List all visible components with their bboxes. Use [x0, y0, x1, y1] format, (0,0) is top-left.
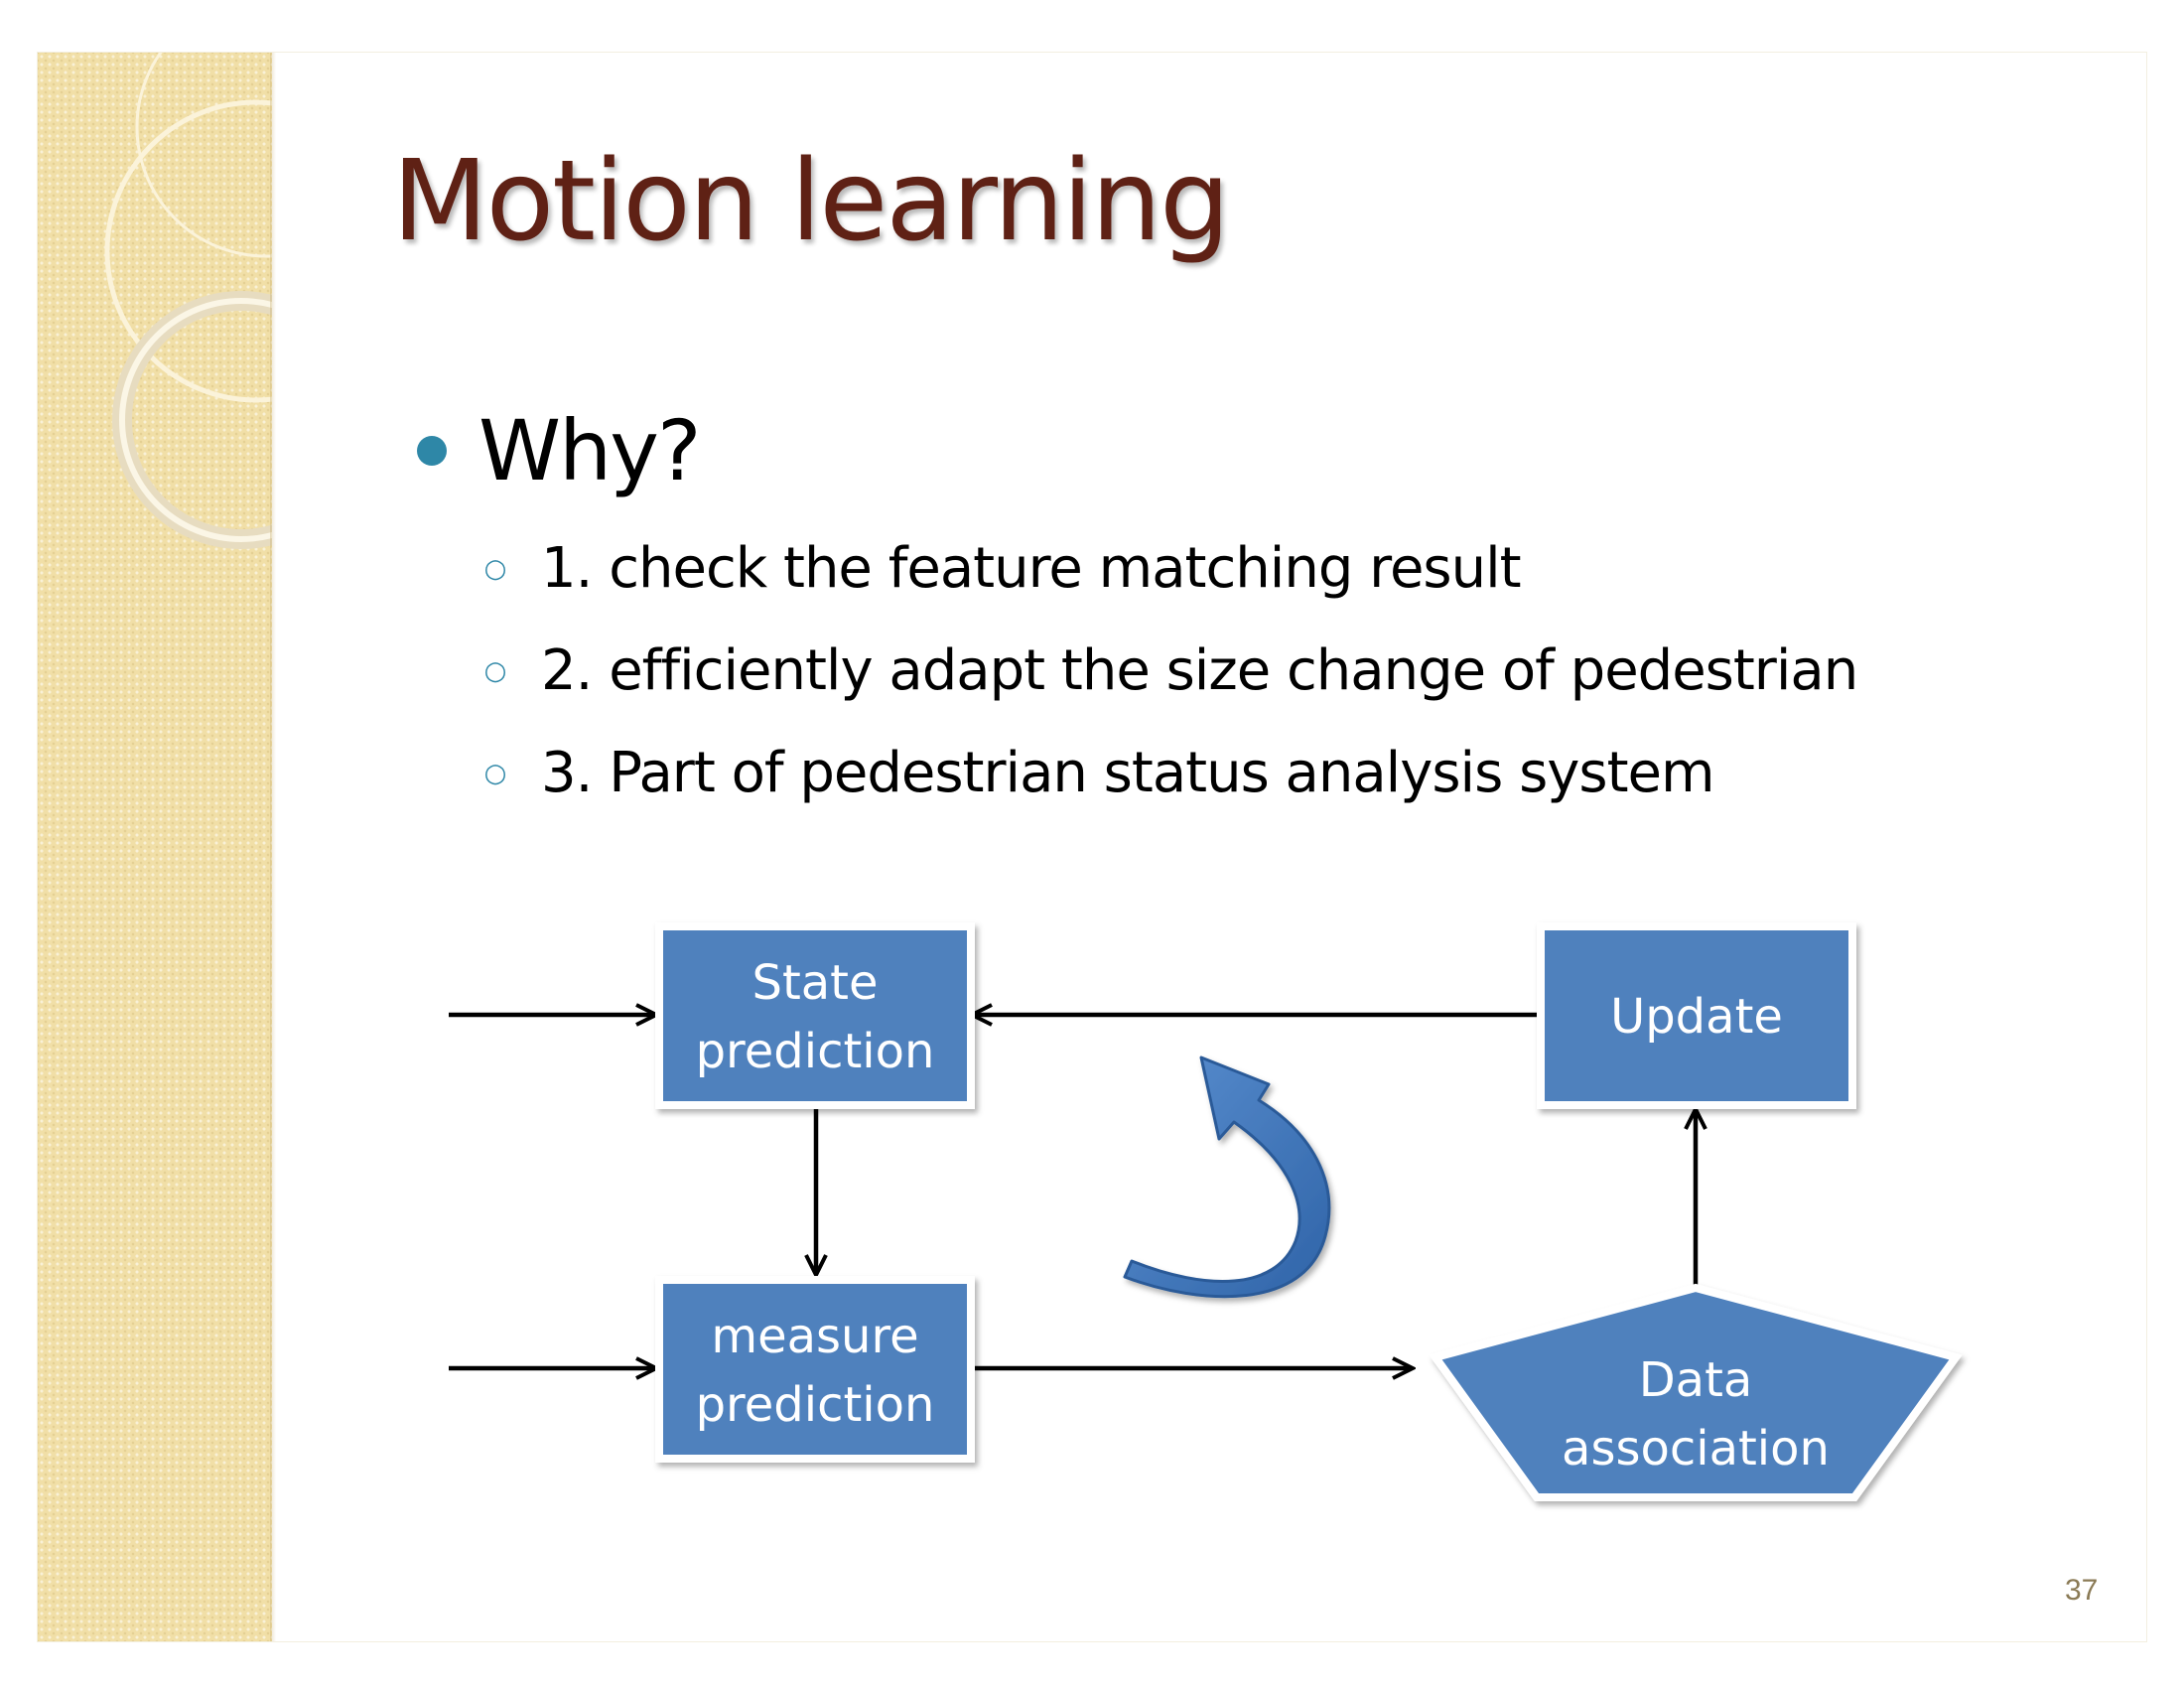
node-state-prediction-line1: State: [751, 955, 878, 1011]
node-measure-prediction-line1: measure: [711, 1309, 918, 1364]
slide: [38, 53, 2146, 1641]
sub-bullet-text: 1. check the feature matching result: [541, 536, 1522, 601]
sub-bullet: ○ 3. Part of pedestrian status analysis …: [483, 741, 1715, 805]
sub-bullet-circle-icon: ○: [483, 655, 507, 686]
node-data-association: Data association: [1429, 1283, 1963, 1501]
node-data-association-line2: association: [1562, 1421, 1830, 1477]
decorative-circles: [104, 53, 272, 549]
sub-bullet: ○ 1. check the feature matching result: [483, 536, 1522, 601]
sub-bullet-circle-icon: ○: [483, 758, 507, 788]
sub-bullet: ○ 2. efficiently adapt the size change o…: [483, 638, 1859, 703]
main-bullet-text: Why?: [478, 402, 702, 499]
cycle-curved-arrow-icon: [1123, 1055, 1331, 1299]
sub-bullet-text: 3. Part of pedestrian status analysis sy…: [541, 741, 1715, 805]
main-bullet: Why?: [417, 402, 702, 499]
sub-bullet-circle-icon: ○: [483, 553, 507, 584]
slide-title: Motion learning: [392, 137, 1230, 266]
node-measure-prediction-line2: prediction: [696, 1377, 935, 1433]
page-number: 37: [2065, 1574, 2099, 1607]
node-measure-prediction: measure prediction: [655, 1276, 975, 1463]
sub-bullet-text: 2. efficiently adapt the size change of …: [541, 638, 1858, 703]
node-data-association-line1: Data: [1639, 1352, 1753, 1408]
strip-shadow: [270, 53, 276, 1641]
node-state-prediction-line2: prediction: [696, 1024, 935, 1079]
node-update: Update: [1537, 922, 1856, 1109]
node-update-label: Update: [1610, 989, 1783, 1045]
node-state-prediction: State prediction: [655, 922, 975, 1109]
decorative-side-strip: [38, 53, 272, 1641]
bullet-dot-icon: [417, 436, 447, 466]
